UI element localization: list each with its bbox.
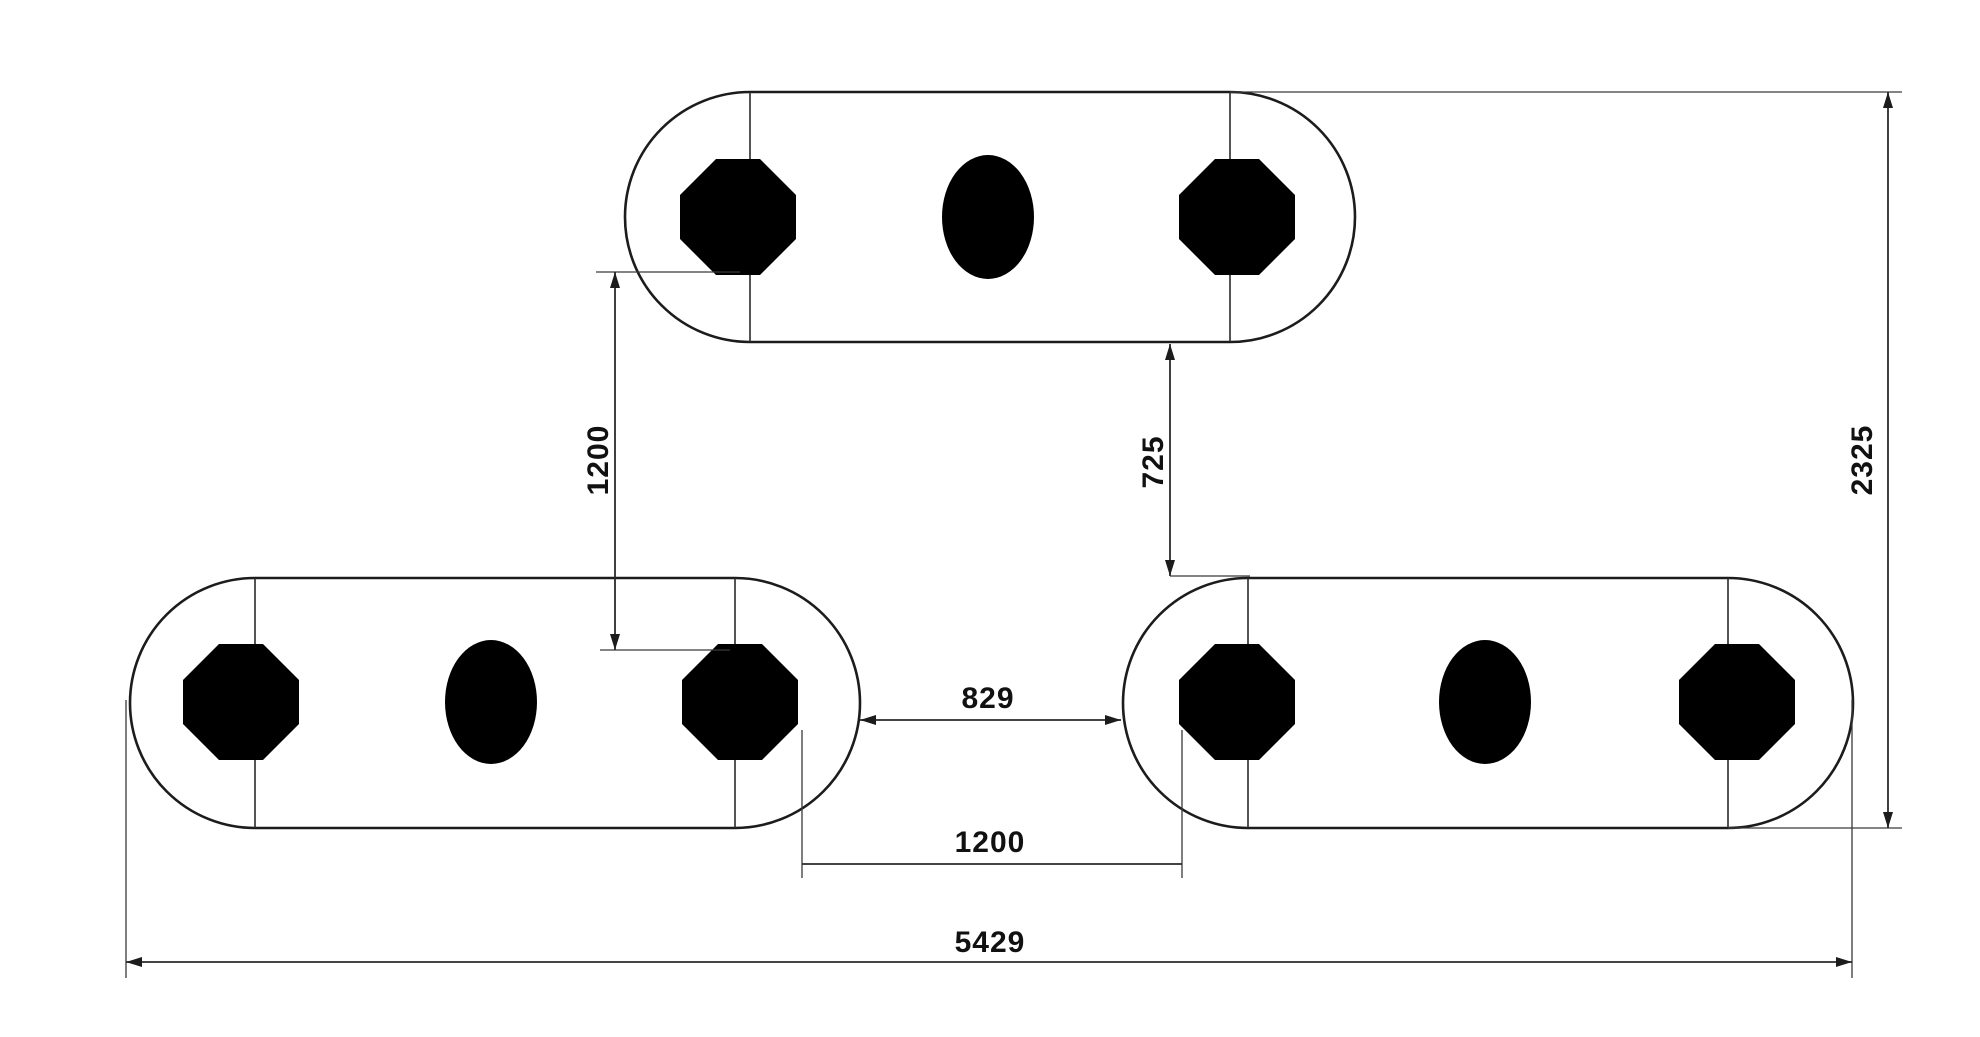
table-bottom-right: [1121, 576, 1855, 830]
unit-symbol: [682, 644, 798, 760]
dimension-horizontal-gap: 829: [860, 682, 1121, 725]
unit-symbol: [1179, 644, 1295, 760]
dimension-center-spacing: 1200: [801, 730, 1183, 878]
unit-symbol: [445, 640, 537, 764]
dimension-vertical-gap: 725: [1137, 344, 1250, 577]
unit-symbol: [680, 159, 796, 275]
dimension-overall-width-label: 5429: [955, 926, 1026, 959]
unit-symbol: [1439, 640, 1531, 764]
dimension-horizontal-gap-label: 829: [961, 682, 1014, 715]
table-top: [623, 90, 1357, 344]
unit-symbol: [942, 155, 1034, 279]
unit-symbol: [1179, 159, 1295, 275]
unit-symbol: [1679, 644, 1795, 760]
dimension-overall-width: 5429: [125, 700, 1853, 978]
dimension-overall-height-label: 2325: [1846, 425, 1879, 496]
dimension-overall-height: 2325: [1230, 91, 1902, 829]
dimension-vertical-offset-label: 1200: [582, 425, 615, 496]
dimension-vertical-offset: 1200: [582, 271, 740, 651]
dimension-vertical-gap-label: 725: [1137, 435, 1170, 488]
table-bottom-left: [128, 576, 862, 830]
dimension-center-spacing-label: 1200: [955, 826, 1026, 859]
unit-symbol: [183, 644, 299, 760]
